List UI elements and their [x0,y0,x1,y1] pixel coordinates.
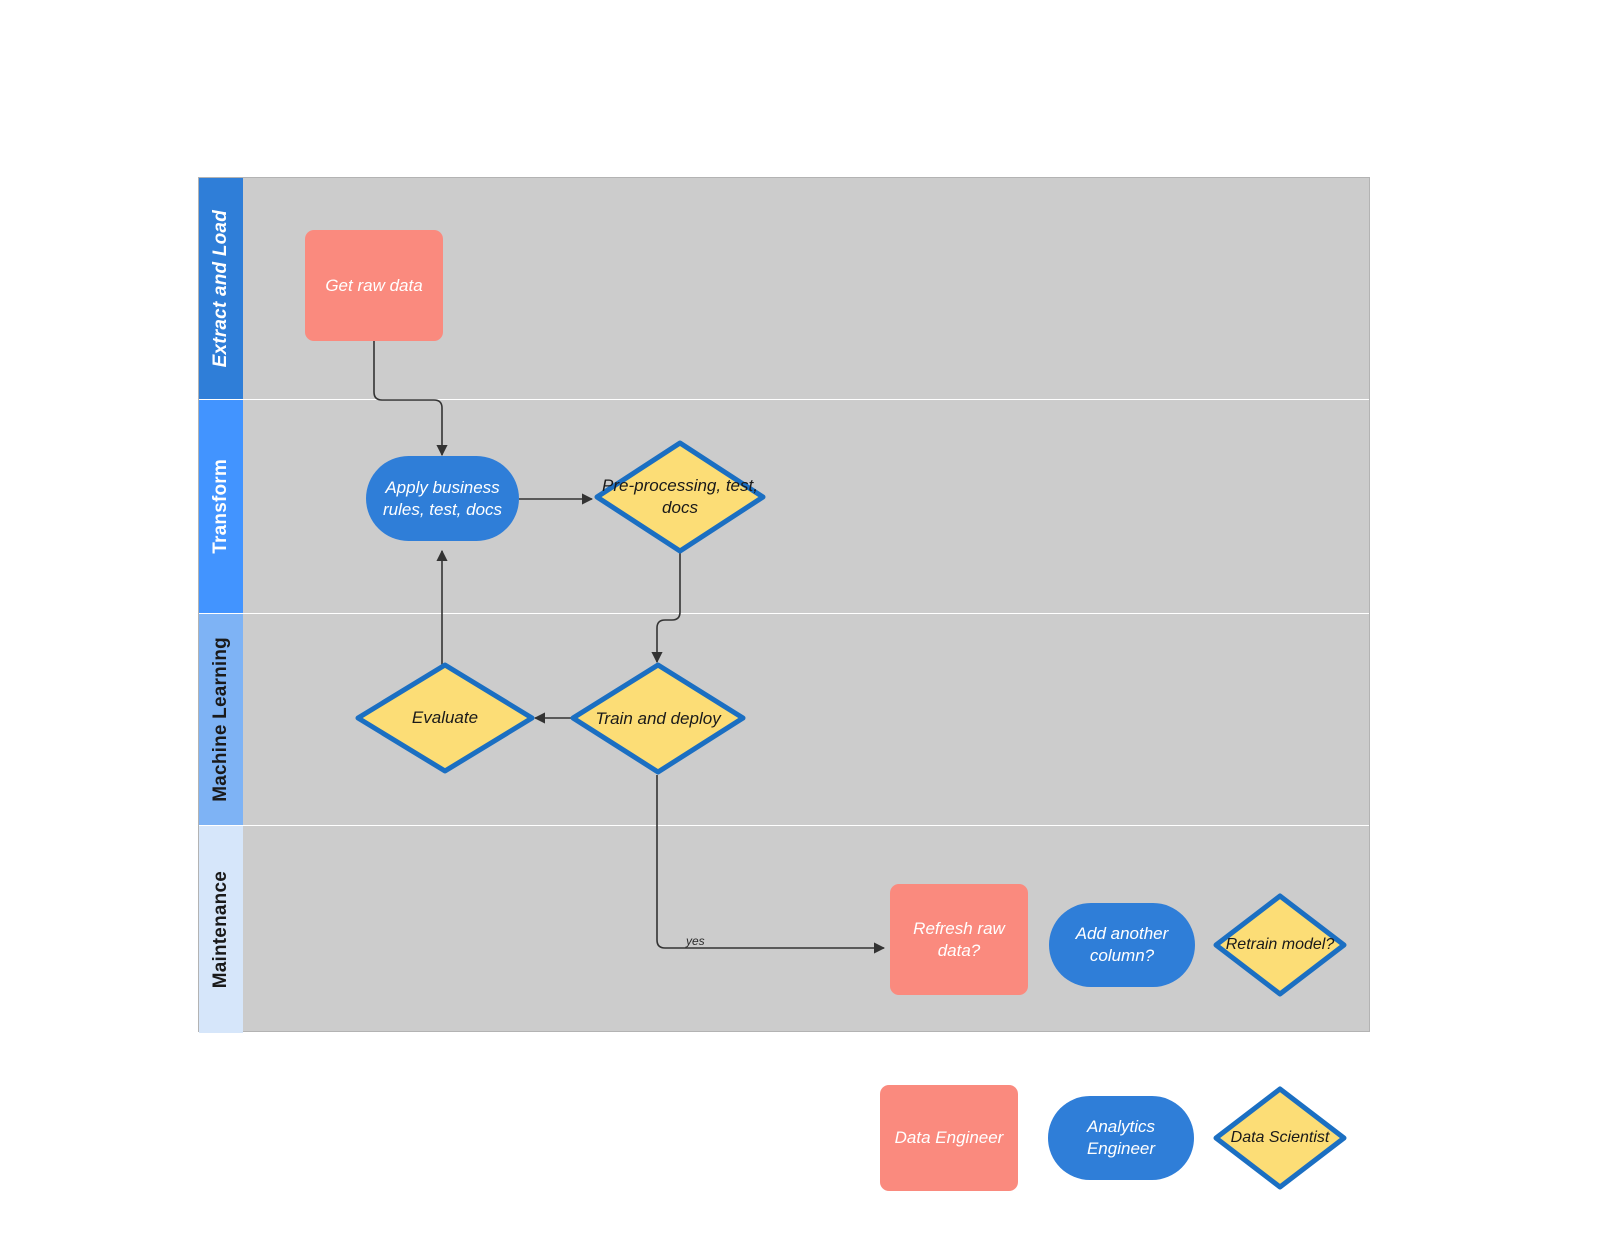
node-label-evaluate: Evaluate [411,708,479,728]
evaluate-diamond-shape [355,662,535,774]
legend-item-data-scientist[interactable]: Data Scientist [1213,1086,1347,1190]
lane-label-machine-learning: Machine Learning [210,637,231,802]
lane-header-extract-and-load: Extract and Load [199,178,243,399]
node-apply-business-rules[interactable]: Apply business rules, test, docs [366,456,519,541]
lane-maintenance: Maintenance [199,826,1369,1033]
legend-item-data-engineer[interactable]: Data Engineer [880,1085,1018,1191]
lane-transform: Transform [199,400,1369,614]
pre-processing-diamond-shape [594,440,766,554]
node-train-and-deploy[interactable]: Train and deploy [570,662,746,775]
lane-label-transform: Transform [210,459,231,554]
lane-label-extract-and-load: Extract and Load [210,209,231,368]
lane-body-maintenance [243,826,1369,1033]
node-label-retrain-model: Retrain model? [1225,935,1335,953]
node-label-apply-business-rules: Apply business rules, test, docs [382,477,503,519]
lane-header-transform: Transform [199,400,243,613]
node-refresh-raw-data[interactable]: Refresh raw data? [890,884,1028,995]
legend-label-data-engineer: Data Engineer [894,1128,1004,1148]
node-get-raw-data[interactable]: Get raw data [305,230,443,341]
node-label-add-another-column: Add another column? [1075,924,1169,965]
legend-label-analytics-engineer: Analytics Engineer [1086,1117,1156,1158]
node-label-get-raw-data: Get raw data [325,275,423,295]
legend-label-data-scientist: Data Scientist [1230,1128,1330,1146]
node-label-pre-processing: Pre-processing, test, docs [602,476,758,517]
lane-label-maintenance: Maintenance [210,870,231,989]
legend: Data Engineer Analytics Engineer Data Sc… [880,1085,1380,1191]
node-label-train-and-deploy: Train and deploy [595,708,721,728]
node-pre-processing[interactable]: Pre-processing, test, docs [594,440,766,554]
node-evaluate[interactable]: Evaluate [355,662,535,774]
lane-header-machine-learning: Machine Learning [199,614,243,825]
node-add-another-column[interactable]: Add another column? [1049,903,1195,987]
data-scientist-diamond-shape [1213,1086,1347,1190]
node-label-refresh-raw-data: Refresh raw data? [913,918,1005,960]
node-retrain-model[interactable]: Retrain model? [1213,893,1347,997]
lane-header-maintenance: Maintenance [199,826,243,1033]
train-and-deploy-diamond-shape [570,662,746,775]
lane-extract-and-load: Extract and Load [199,178,1369,400]
retrain-model-diamond-shape [1213,893,1347,997]
edge-label-maintenance-loop: yes [686,934,705,948]
legend-item-analytics-engineer[interactable]: Analytics Engineer [1048,1096,1194,1180]
